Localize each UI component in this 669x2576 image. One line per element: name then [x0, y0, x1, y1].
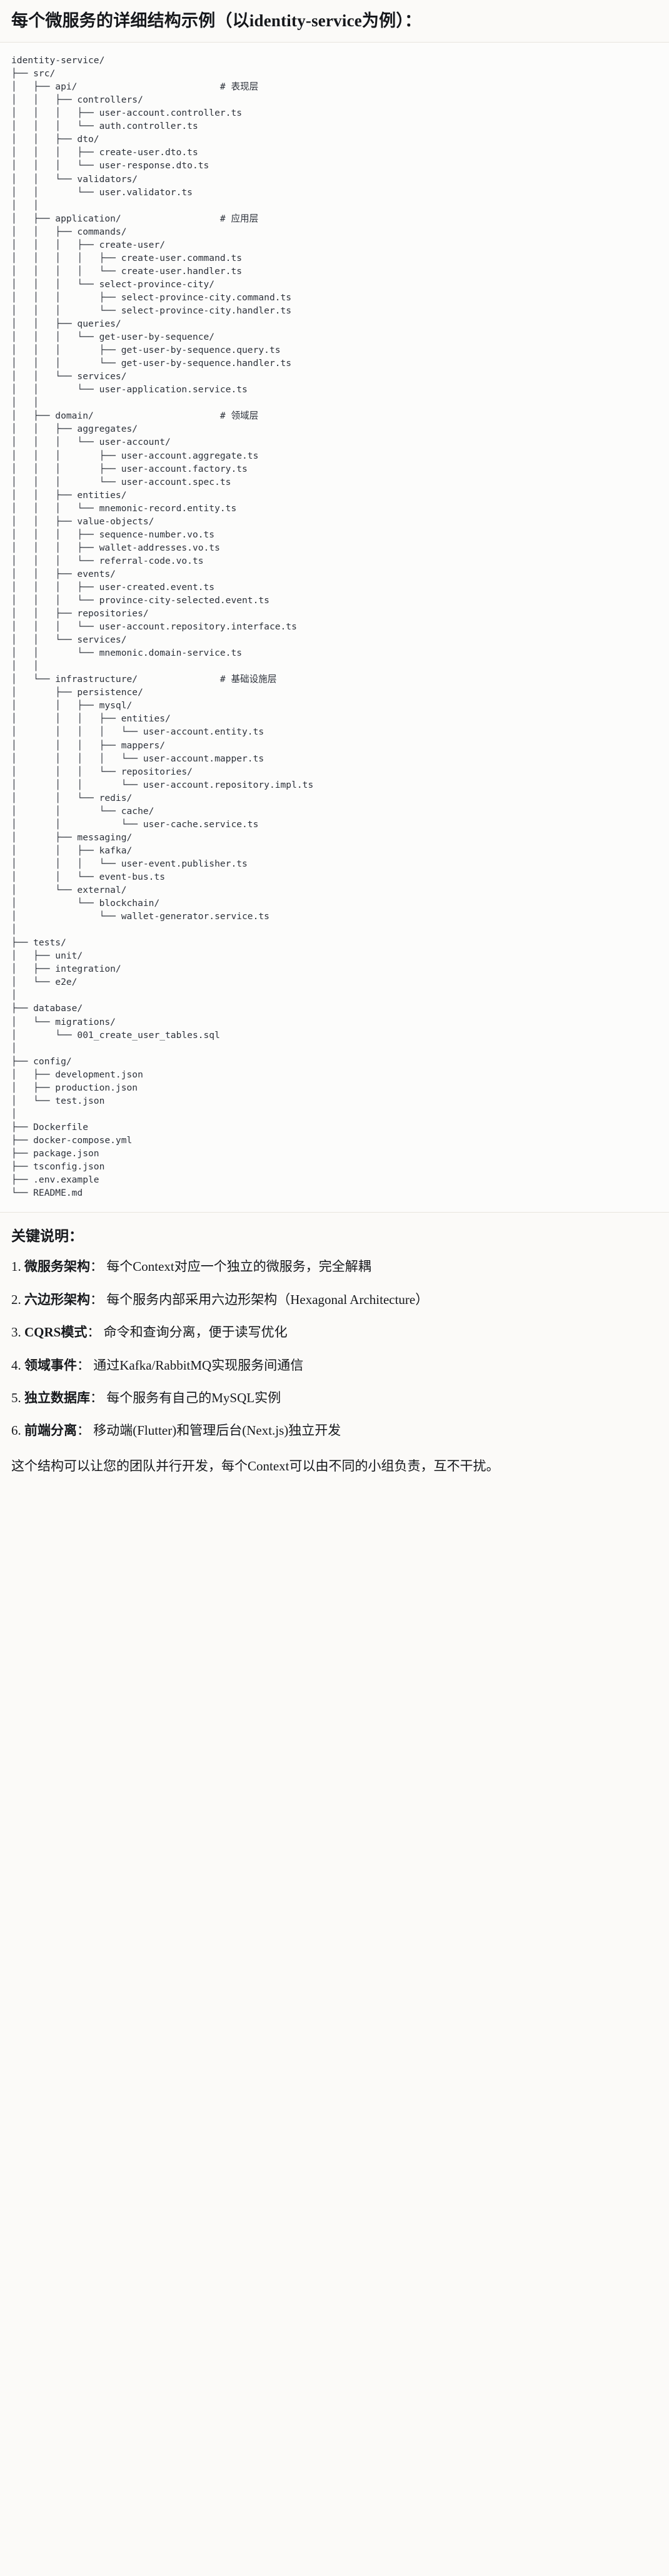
key-point-description: 每个Context对应一个独立的微服务，完全解耦	[106, 1259, 371, 1275]
key-point-description: 每个服务内部采用六边形架构（Hexagonal Architecture）	[106, 1291, 429, 1307]
key-point-separator: ：	[90, 1291, 103, 1307]
key-point-description: 移动端(Flutter)和管理后台(Next.js)独立开发	[93, 1423, 341, 1438]
key-point-separator: ：	[87, 1325, 101, 1340]
key-point-separator: ：	[77, 1357, 90, 1373]
directory-tree-block: identity-service/ ├── src/ │ ├── api/ # …	[0, 43, 669, 1213]
key-point-description: 命令和查询分离，便于读写优化	[103, 1325, 288, 1340]
tree-divider	[0, 1212, 669, 1213]
key-point-term: CQRS模式	[24, 1325, 88, 1340]
key-point-term: 微服务架构	[24, 1259, 90, 1275]
key-point-item: 1. 微服务架构： 每个Context对应一个独立的微服务，完全解耦	[11, 1257, 658, 1276]
key-point-term: 前端分离	[24, 1423, 77, 1438]
key-point-item: 4. 领域事件： 通过Kafka/RabbitMQ实现服务间通信	[11, 1356, 658, 1375]
key-point-term: 领域事件	[24, 1357, 77, 1373]
key-point-term: 独立数据库	[24, 1390, 90, 1405]
key-point-separator: ：	[77, 1423, 90, 1438]
key-points-title: 关键说明：	[11, 1228, 83, 1245]
key-point-number: 6.	[11, 1423, 21, 1438]
key-point-number: 4.	[11, 1357, 21, 1373]
closing-paragraph: 这个结构可以让您的团队并行开发，每个Context可以由不同的小组负责，互不干扰…	[11, 1458, 500, 1474]
key-point-number: 5.	[11, 1390, 21, 1405]
key-point-item: 2. 六边形架构： 每个服务内部采用六边形架构（Hexagonal Archit…	[11, 1290, 658, 1309]
key-point-separator: ：	[90, 1259, 103, 1275]
key-point-number: 3.	[11, 1325, 21, 1340]
key-point-term: 六边形架构	[24, 1291, 90, 1307]
heading-divider	[0, 42, 669, 43]
key-point-number: 1.	[11, 1259, 21, 1275]
key-point-separator: ：	[90, 1390, 103, 1405]
key-point-item: 6. 前端分离： 移动端(Flutter)和管理后台(Next.js)独立开发	[11, 1421, 658, 1440]
page-title: 每个微服务的详细结构示例（以identity-service为例）：	[11, 11, 422, 30]
key-points-section: 关键说明： 1. 微服务架构： 每个Context对应一个独立的微服务，完全解耦…	[0, 1213, 669, 1490]
key-point-description: 每个服务有自己的MySQL实例	[106, 1390, 281, 1405]
document-page: 每个微服务的详细结构示例（以identity-service为例）： ident…	[0, 11, 669, 1490]
key-point-number: 2.	[11, 1291, 21, 1307]
directory-tree: identity-service/ ├── src/ │ ├── api/ # …	[11, 55, 314, 1199]
key-point-description: 通过Kafka/RabbitMQ实现服务间通信	[93, 1357, 304, 1373]
key-point-item: 3. CQRS模式： 命令和查询分离，便于读写优化	[11, 1323, 658, 1341]
key-point-item: 5. 独立数据库： 每个服务有自己的MySQL实例	[11, 1388, 658, 1407]
